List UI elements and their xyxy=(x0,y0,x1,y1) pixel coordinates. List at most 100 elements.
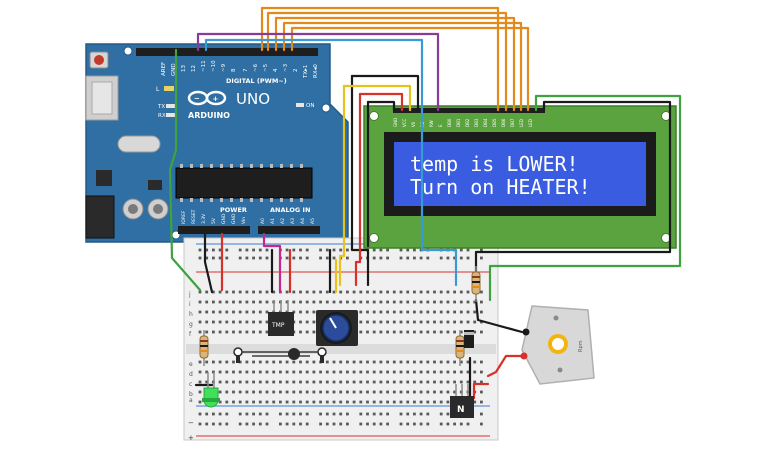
breadboard-hole xyxy=(292,400,296,404)
breadboard-hole xyxy=(359,290,363,294)
pin-label-13: 13 xyxy=(181,65,187,72)
breadboard-hole xyxy=(419,360,423,364)
breadboard-hole xyxy=(198,320,202,324)
breadboard-hole xyxy=(238,248,242,252)
breadboard-hole xyxy=(439,256,443,260)
breadboard-hole xyxy=(285,370,289,374)
breadboard-hole xyxy=(305,400,309,404)
breadboard-hole xyxy=(245,390,249,394)
breadboard-hole xyxy=(439,320,443,324)
breadboard-hole xyxy=(332,256,336,260)
breadboard-hole xyxy=(439,300,443,304)
breadboard-hole xyxy=(252,400,255,404)
breadboard-hole xyxy=(325,300,329,304)
breadboard-hole xyxy=(366,310,369,314)
breadboard-hole xyxy=(212,320,215,324)
breadboard-hole xyxy=(305,300,309,304)
breadboard-hole xyxy=(339,248,343,252)
breadboard-hole xyxy=(198,400,202,404)
lcd-pin-label: DB2 xyxy=(465,118,470,127)
breadboard-hole xyxy=(453,320,456,324)
breadboard-hole xyxy=(392,370,396,374)
breadboard-hole xyxy=(372,248,376,252)
breadboard-hole xyxy=(433,380,436,384)
breadboard-hole xyxy=(392,400,396,404)
breadboard-hole xyxy=(392,360,396,364)
breadboard-hole xyxy=(299,310,302,314)
resistor-middle-right xyxy=(455,330,465,366)
photoresistor xyxy=(233,347,327,363)
breadboard-hole xyxy=(312,330,316,334)
breadboard-hole xyxy=(292,390,296,394)
breadboard-hole xyxy=(205,422,209,426)
breadboard-hole xyxy=(419,300,423,304)
breadboard-hole xyxy=(352,300,356,304)
pin-label-2: 2 xyxy=(293,69,299,73)
breadboard-hole xyxy=(292,422,296,426)
breadboard-hole xyxy=(346,412,349,416)
breadboard-hole xyxy=(312,300,316,304)
breadboard-hole xyxy=(406,422,410,426)
lcd-pin-label: V0 xyxy=(411,121,416,127)
breadboard-hole xyxy=(386,390,389,394)
breadboard-hole xyxy=(198,248,202,252)
pin-label-a1: A1 xyxy=(270,218,276,224)
reset-button-cap[interactable] xyxy=(94,55,104,65)
breadboard-hole xyxy=(386,290,389,294)
breadboard-hole xyxy=(285,290,289,294)
pin-label-5: ~5 xyxy=(263,63,269,72)
breadboard-hole xyxy=(225,400,229,404)
breadboard-hole xyxy=(232,370,235,374)
breadboard-hole xyxy=(292,360,296,364)
breadboard-hole xyxy=(245,320,249,324)
breadboard-hole xyxy=(225,248,229,252)
breadboard-hole xyxy=(325,248,329,252)
breadboard-hole xyxy=(312,390,316,394)
lcd-pin-label: DB5 xyxy=(492,118,497,127)
lcd-pin-label: VCC xyxy=(402,118,407,127)
lcd-pin-label: DB6 xyxy=(501,118,506,127)
digital-pwm-label: DIGITAL (PWM~) xyxy=(226,77,287,85)
breadboard-hole xyxy=(218,310,222,314)
breadboard-hole xyxy=(252,300,255,304)
breadboard-hole xyxy=(480,360,483,364)
wires xyxy=(168,6,682,400)
breadboard-hole xyxy=(205,320,209,324)
breadboard-hole xyxy=(285,400,289,404)
breadboard-hole xyxy=(265,290,269,294)
wire-yellow-top xyxy=(342,84,412,112)
breadboard-hole xyxy=(366,300,369,304)
breadboard-hole xyxy=(299,256,302,260)
breadboard-hole xyxy=(406,248,410,252)
breadboard-hole xyxy=(238,412,242,416)
breadboard-hole xyxy=(372,400,376,404)
breadboard-hole xyxy=(366,370,369,374)
breadboard-hole xyxy=(292,412,296,416)
breadboard-hole xyxy=(319,256,322,260)
breadboard-hole xyxy=(299,370,302,374)
breadboard-hole xyxy=(258,370,262,374)
row-letter: j xyxy=(188,291,191,298)
breadboard-hole xyxy=(245,400,249,404)
temperature-sensor: TMP xyxy=(268,300,294,336)
breadboard-hole xyxy=(218,380,222,384)
breadboard-hole xyxy=(439,290,443,294)
breadboard-hole xyxy=(473,370,477,374)
breadboard-hole xyxy=(480,390,483,394)
breadboard-hole xyxy=(359,400,363,404)
breadboard-hole xyxy=(238,380,242,384)
breadboard-hole xyxy=(299,330,302,334)
led-on-label: ON xyxy=(306,103,314,109)
breadboard-hole xyxy=(218,422,222,426)
breadboard-hole xyxy=(419,390,423,394)
breadboard-hole xyxy=(225,390,229,394)
breadboard-hole xyxy=(325,256,329,260)
breadboard-hole xyxy=(366,390,369,394)
breadboard-hole xyxy=(466,370,470,374)
breadboard-hole xyxy=(332,290,336,294)
potentiometer[interactable] xyxy=(316,310,358,346)
breadboard-hole xyxy=(473,360,477,364)
dc-motor: Rpm xyxy=(520,305,595,385)
